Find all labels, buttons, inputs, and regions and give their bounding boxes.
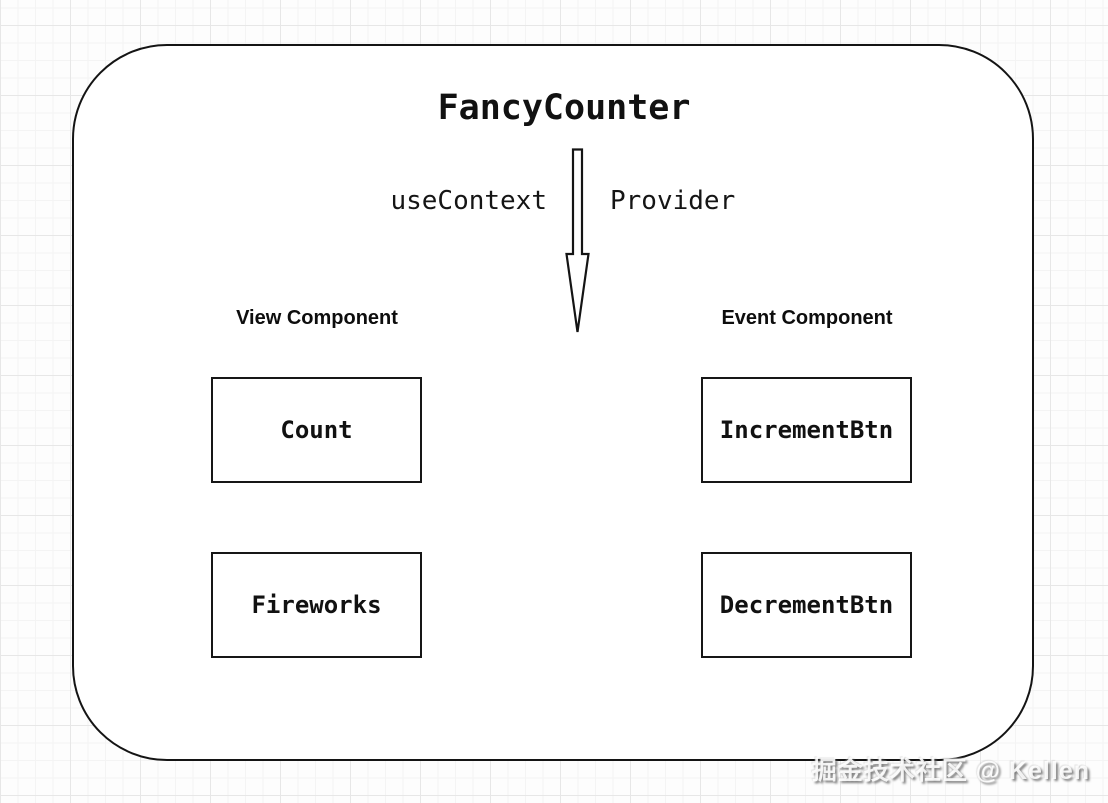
watermark: 掘金技术社区 @ Kellen bbox=[811, 757, 1090, 785]
node-box-fireworks: Fireworks bbox=[211, 552, 422, 658]
down-arrow-icon bbox=[565, 148, 590, 333]
arrow-label-usecontext: useContext bbox=[390, 186, 547, 216]
node-box-incrementbtn: IncrementBtn bbox=[701, 377, 912, 483]
arrow-label-provider: Provider bbox=[610, 186, 736, 216]
diagram-title: FancyCounter bbox=[437, 88, 691, 128]
node-box-decrementbtn: DecrementBtn bbox=[701, 552, 912, 658]
group-heading-event-component: Event Component bbox=[721, 307, 893, 329]
group-heading-view-component: View Component bbox=[236, 307, 398, 329]
node-box-count: Count bbox=[211, 377, 422, 483]
